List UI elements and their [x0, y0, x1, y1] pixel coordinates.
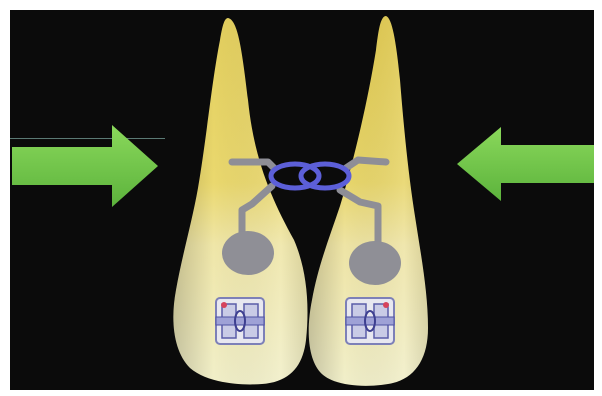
right-bracket	[346, 298, 394, 344]
right-pad	[349, 241, 401, 285]
image-frame	[10, 10, 594, 390]
teeth-illustration	[10, 10, 594, 390]
left-bracket	[216, 298, 264, 344]
elastic-chain	[271, 164, 349, 188]
left-pad	[222, 231, 274, 275]
